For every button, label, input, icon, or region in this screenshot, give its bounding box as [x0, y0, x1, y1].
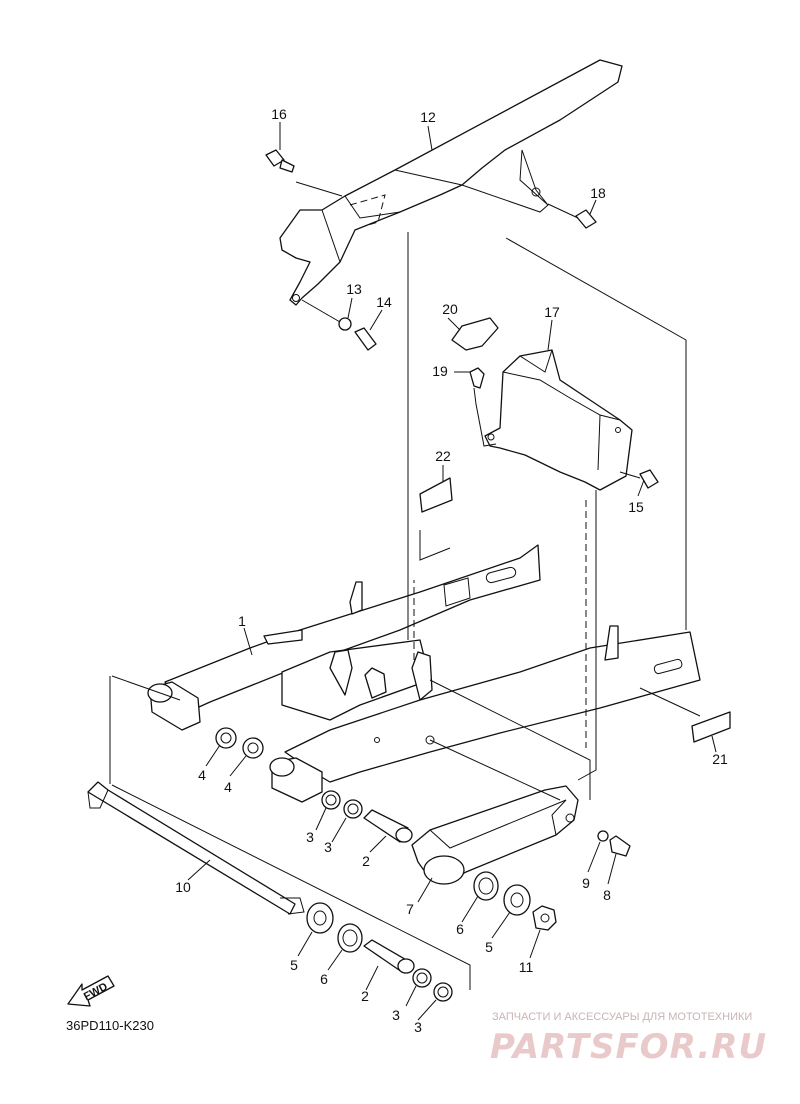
callout-22: 22: [435, 448, 451, 464]
callout-19: 19: [432, 363, 448, 379]
callout-7: 7: [406, 901, 414, 917]
part-washer-13[interactable]: [338, 317, 352, 331]
part-nut[interactable]: [532, 905, 557, 931]
part-oil-seals[interactable]: [337, 871, 499, 953]
callout-8: 8: [603, 887, 611, 903]
callout-2: 2: [362, 853, 370, 869]
part-adjust-bolt[interactable]: [597, 830, 631, 857]
callout-16: 16: [271, 106, 287, 122]
callout-3: 3: [306, 829, 314, 845]
callout-14: 14: [376, 294, 392, 310]
part-clamp-20[interactable]: [451, 317, 499, 351]
forward-arrow-icon: FWD: [67, 975, 115, 1007]
part-bushings[interactable]: [215, 727, 264, 759]
diagram-code: 36PD110-K230: [66, 1018, 154, 1033]
callout-11: 11: [519, 959, 534, 975]
part-collar-upper[interactable]: [363, 809, 413, 843]
callout-17: 17: [544, 304, 560, 320]
callout-4: 4: [198, 767, 206, 783]
callout-2: 2: [361, 988, 369, 1004]
callout-21: 21: [712, 751, 728, 767]
part-bolt-15[interactable]: [639, 469, 659, 489]
part-bearings-lower[interactable]: [412, 968, 453, 1002]
part-bearings-upper[interactable]: [321, 790, 363, 819]
fwd-label: FWD: [82, 981, 110, 1003]
callout-10: 10: [175, 879, 191, 895]
part-thrust-covers[interactable]: [306, 884, 531, 934]
callout-18: 18: [590, 185, 606, 201]
callout-15: 15: [628, 499, 644, 515]
part-bolt-16[interactable]: [265, 149, 295, 173]
part-chain-case[interactable]: [484, 349, 633, 491]
callout-4: 4: [224, 779, 232, 795]
callout-20: 20: [442, 301, 458, 317]
part-collar-lower[interactable]: [363, 939, 415, 974]
watermark: ЗАПЧАСТИ И АКСЕССУАРЫ ДЛЯ МОТОТЕХНИКИ PA…: [490, 1011, 767, 1067]
watermark-tagline: ЗАПЧАСТИ И АКСЕССУАРЫ ДЛЯ МОТОТЕХНИКИ: [492, 1011, 752, 1023]
callout-5: 5: [290, 957, 298, 973]
callout-13: 13: [346, 281, 362, 297]
part-chain-guard[interactable]: [279, 59, 623, 306]
callout-1: 1: [238, 613, 246, 629]
callout-9: 9: [582, 875, 590, 891]
leader-lines: [187, 122, 717, 1021]
callout-5: 5: [485, 939, 493, 955]
callout-12: 12: [420, 109, 436, 125]
part-clip-19[interactable]: [469, 367, 485, 389]
callout-labels: 1 2 2 3 3 3 3 4 4 5 5 6 6 7 8 9 10 11 12…: [175, 106, 728, 1035]
callout-6: 6: [456, 921, 464, 937]
part-swingarm[interactable]: [147, 544, 701, 803]
part-pivot-shaft[interactable]: [87, 781, 305, 915]
callout-6: 6: [320, 971, 328, 987]
callout-3: 3: [392, 1007, 400, 1023]
part-label-22[interactable]: [419, 477, 453, 513]
part-bolt-18[interactable]: [575, 209, 597, 229]
callout-3: 3: [414, 1019, 422, 1035]
part-label-21[interactable]: [691, 711, 731, 743]
part-chain-puller[interactable]: [411, 785, 579, 885]
watermark-logo: PARTSFOR.RU: [490, 1027, 767, 1067]
assembly-lines: [109, 181, 701, 990]
part-bolt-14[interactable]: [354, 327, 377, 351]
callout-3: 3: [324, 839, 332, 855]
